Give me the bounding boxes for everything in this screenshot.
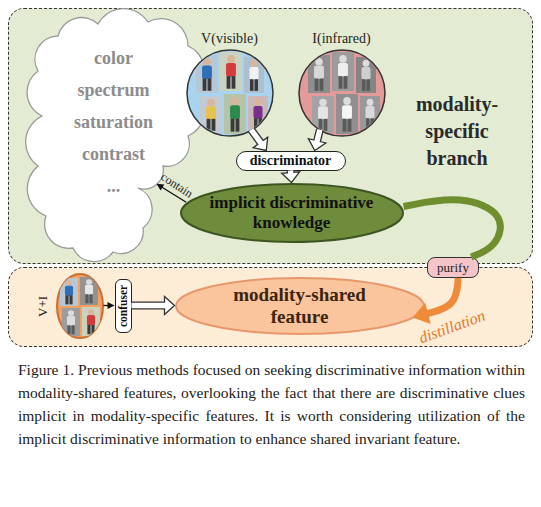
- ellipse-shape: [176, 278, 424, 334]
- attribute-word: spectrum: [28, 74, 200, 106]
- figure-caption: Figure 1. Previous methods focused on se…: [18, 358, 525, 450]
- attribute-word: contrast: [28, 138, 200, 170]
- text-holder: implicit discriminative knowledge: [180, 183, 404, 243]
- ellipse-outline: [56, 273, 104, 339]
- text-holder: I(infrared): [287, 30, 397, 47]
- shared-band: V+I confuser modality-shared feature: [8, 267, 533, 347]
- attribute-word: color: [28, 42, 200, 74]
- cloud-shape: [25, 8, 203, 261]
- modality-label: I(infrared): [287, 30, 397, 47]
- circle-outline: [185, 48, 275, 138]
- attribute-word: ...: [28, 170, 200, 202]
- text-holder: colorspectrumsaturationcontrast...: [28, 42, 200, 202]
- ellipse-label: modality-shared feature: [210, 284, 390, 328]
- modality-circle: I(infrared): [297, 30, 387, 140]
- text-holder: V(visible): [175, 30, 285, 47]
- confuser-box: confuser: [115, 279, 132, 333]
- attribute-word: saturation: [28, 106, 200, 138]
- modality-label: V(visible): [175, 30, 285, 47]
- box-label: purify: [428, 258, 478, 277]
- circle-outline: [297, 48, 387, 138]
- knowledge-ellipse: implicit discriminative knowledge: [180, 183, 404, 243]
- purify-box: purify: [427, 257, 479, 278]
- ellipse-label: implicit discriminative knowledge: [190, 193, 394, 233]
- ellipse-shape: [181, 184, 403, 242]
- text-holder: discriminator: [237, 152, 345, 170]
- circle-shape: [187, 50, 273, 136]
- box-label: confuser: [116, 280, 131, 332]
- band-heading: modality-specific branch: [395, 91, 519, 172]
- discriminator-box: discriminator: [236, 151, 346, 171]
- attribute-cloud: colorspectrumsaturationcontrast...: [28, 16, 200, 260]
- box-label: discriminator: [237, 152, 345, 169]
- text-holder: confuser: [116, 280, 131, 332]
- modality-circle: V(visible): [185, 30, 275, 140]
- circle-shape: [299, 50, 385, 136]
- oval-label: V+I: [34, 273, 52, 339]
- text-holder: modality-shared feature: [175, 277, 425, 335]
- text-holder: purify: [428, 258, 478, 277]
- branch-band: modality-specific branch colorspectrumsat…: [8, 8, 533, 264]
- ellipse-shape: [57, 274, 103, 338]
- mixed-oval: V+I: [56, 273, 104, 339]
- text-holder: modality-specific branch: [395, 91, 519, 172]
- text-holder: V+I: [34, 273, 52, 339]
- shared-ellipse: modality-shared feature: [175, 277, 425, 335]
